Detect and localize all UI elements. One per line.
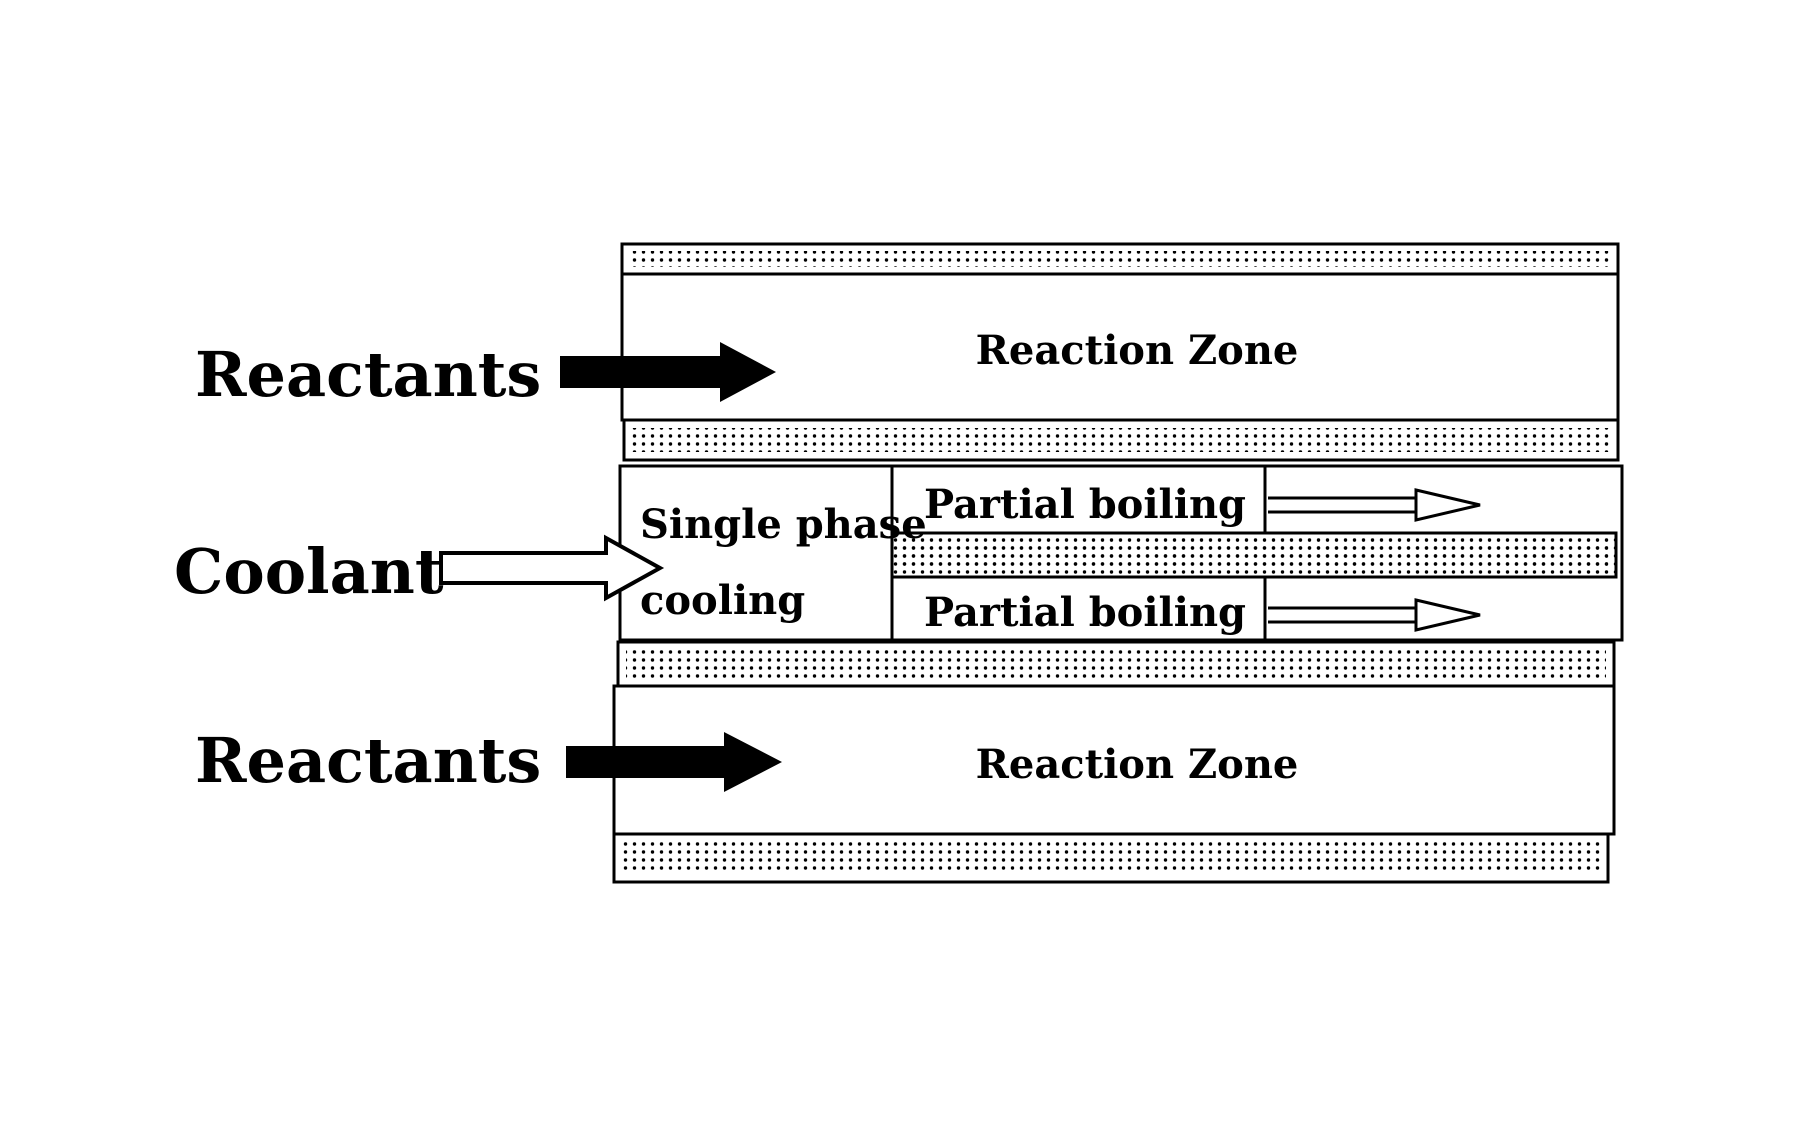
partial-boiling-top-label: Partial boiling — [924, 481, 1246, 528]
boiling-outlet-arrow-top — [1268, 490, 1480, 520]
boiling-outlet-arrow-bottom — [1268, 600, 1480, 630]
wall-layer-3 — [618, 642, 1614, 686]
wall-layer-1 — [622, 244, 1618, 274]
wall-layer-2 — [624, 420, 1618, 460]
reactants-top-label: Reactants — [195, 338, 541, 411]
wall-layer-4 — [614, 834, 1608, 882]
coolant-inlet-arrow — [441, 538, 660, 598]
partial-boiling-bottom-label: Partial boiling — [924, 589, 1246, 636]
reaction-zone-bottom-label: Reaction Zone — [976, 741, 1299, 788]
coolant-label: Coolant — [174, 535, 444, 608]
single-phase-label-line1: Single phase — [640, 501, 927, 548]
reaction-zone-top-label: Reaction Zone — [976, 327, 1299, 374]
single-phase-label-line2: cooling — [640, 577, 805, 624]
reactants-bottom-label: Reactants — [195, 724, 541, 797]
